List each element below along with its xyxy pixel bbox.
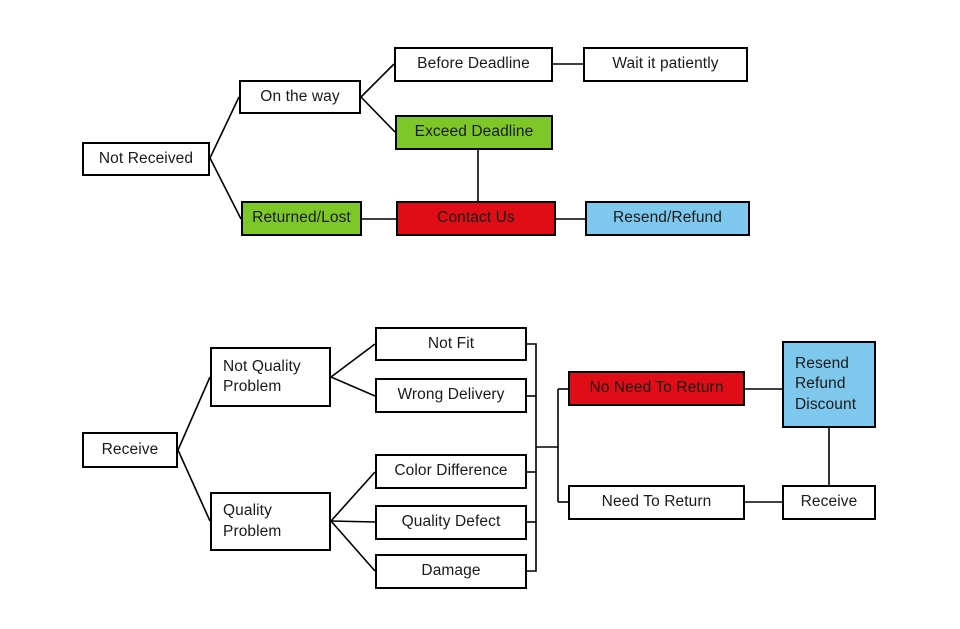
node-no-need-to-return[interactable]: No Need To Return: [568, 371, 745, 406]
node-receive[interactable]: Receive: [82, 432, 178, 468]
node-need-to-return[interactable]: Need To Return: [568, 485, 745, 520]
node-resend-refund-discount[interactable]: Resend Refund Discount: [782, 341, 876, 428]
node-returned-lost[interactable]: Returned/Lost: [241, 201, 362, 236]
edge-quality-to-color-difference: [330, 471, 376, 522]
edge-receive-to-not-quality-problem: [177, 376, 211, 451]
edge-quality-to-quality-defect: [330, 520, 376, 523]
edge-not-received-to-returned-lost: [209, 157, 242, 220]
node-color-difference[interactable]: Color Difference: [375, 454, 527, 489]
edge-on-the-way-to-exceed-deadline: [360, 96, 396, 133]
edge-on-the-way-to-before-deadline: [360, 63, 395, 98]
node-contact-us[interactable]: Contact Us: [396, 201, 556, 236]
node-not-received[interactable]: Not Received: [82, 142, 210, 176]
node-not-quality-problem[interactable]: Not Quality Problem: [210, 347, 331, 407]
edge-merge-bus-outer: [527, 343, 537, 572]
node-before-deadline[interactable]: Before Deadline: [394, 47, 553, 82]
node-not-fit[interactable]: Not Fit: [375, 327, 527, 361]
node-wait-it-patiently[interactable]: Wait it patiently: [583, 47, 748, 82]
node-resend-refund[interactable]: Resend/Refund: [585, 201, 750, 236]
edge-quality-to-damage: [330, 520, 376, 572]
edge-not-quality-to-not-fit: [330, 343, 376, 378]
node-wrong-delivery[interactable]: Wrong Delivery: [375, 378, 527, 413]
node-quality-problem[interactable]: Quality Problem: [210, 492, 331, 551]
node-exceed-deadline[interactable]: Exceed Deadline: [395, 115, 553, 150]
node-quality-defect[interactable]: Quality Defect: [375, 505, 527, 540]
node-damage[interactable]: Damage: [375, 554, 527, 589]
edge-not-received-to-on-the-way: [209, 96, 240, 159]
edge-not-quality-to-wrong-delivery: [330, 376, 376, 397]
node-receive-returned-goods[interactable]: Receive: [782, 485, 876, 520]
node-on-the-way[interactable]: On the way: [239, 80, 361, 114]
edge-receive-to-quality-problem: [177, 449, 211, 522]
